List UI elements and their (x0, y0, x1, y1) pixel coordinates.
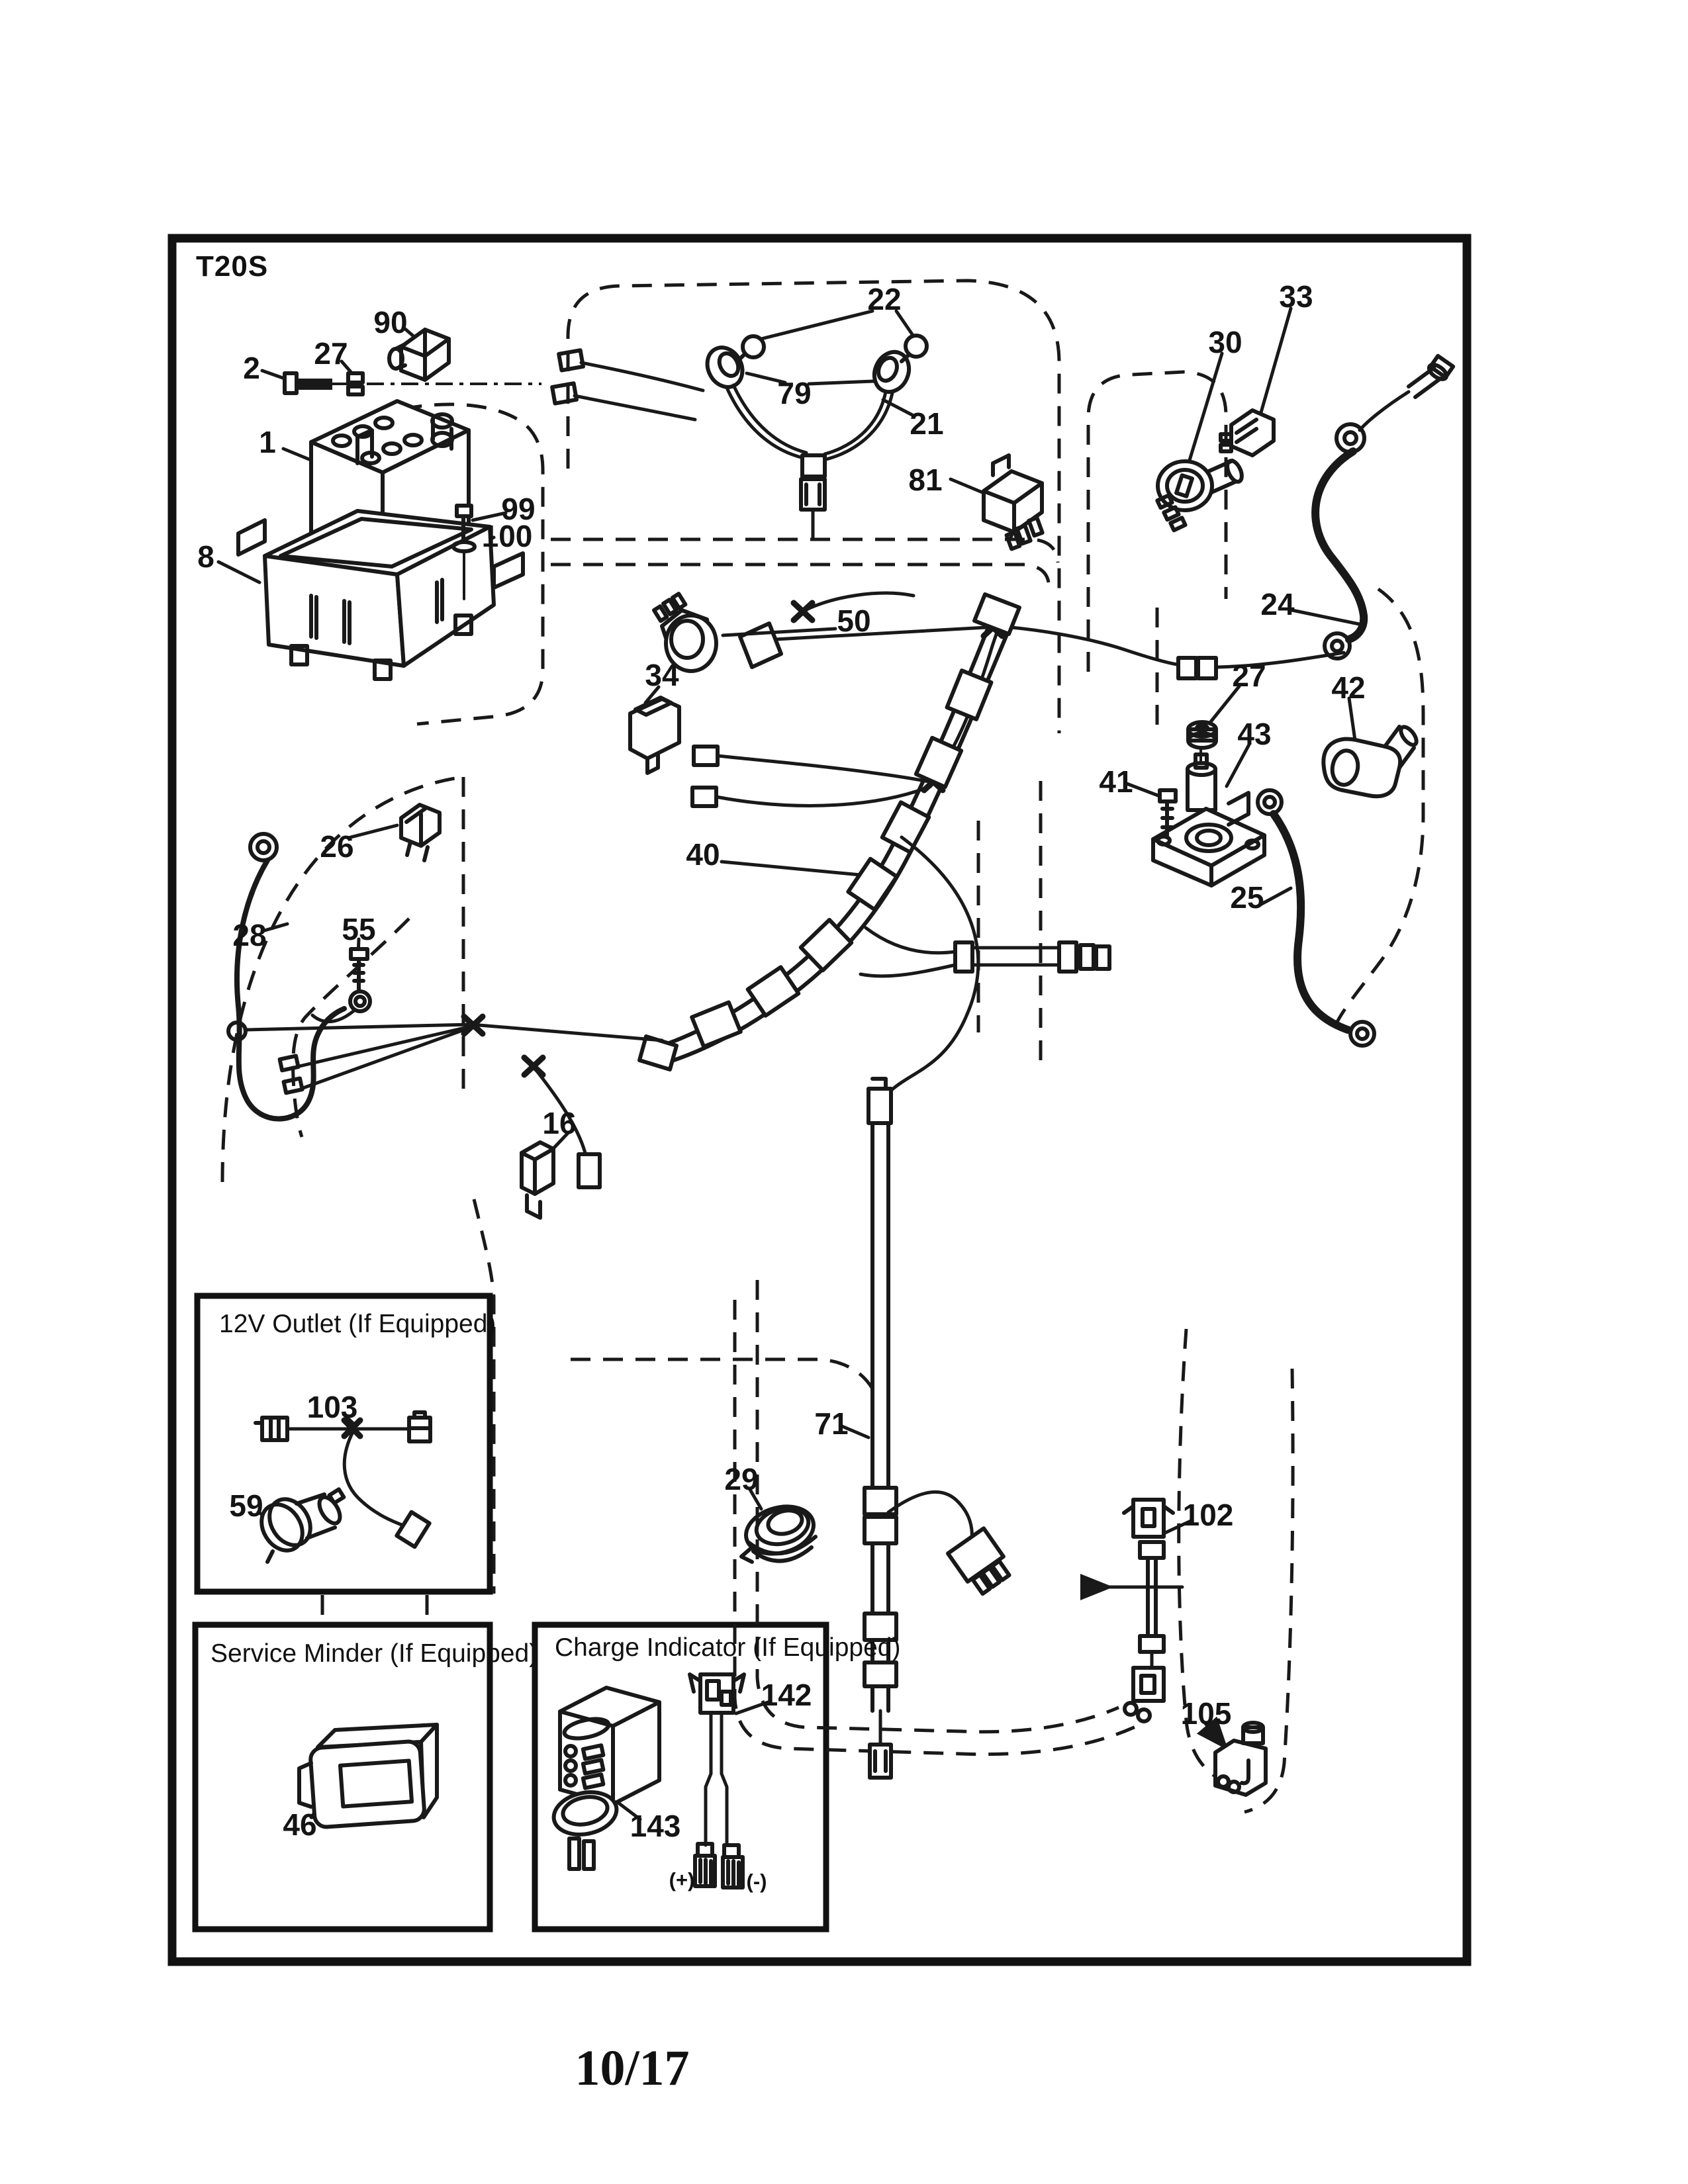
buzzer-50 (651, 592, 718, 673)
callout-27-solenoid: 27 (1232, 659, 1266, 693)
callout-105: 105 (1180, 1696, 1232, 1731)
battery-tray-8 (236, 504, 525, 681)
callout-100: 100 (481, 519, 533, 553)
callout-1: 1 (259, 425, 276, 459)
inset-title-12v-outlet: 12V Outlet (If Equipped) (219, 1310, 496, 1338)
circuit-breaker-33 (1219, 408, 1276, 457)
inset-title-service-minder: Service Minder (If Equipped) (211, 1639, 538, 1668)
cable-25 (1256, 788, 1376, 1048)
service-minder-parts (297, 1723, 439, 1829)
callout-26: 26 (320, 829, 354, 864)
harness-71 (863, 1077, 1011, 1780)
negative-terminal-label: (-) (746, 1870, 767, 1893)
callout-79: 79 (777, 376, 812, 410)
chassis-dashed-outline (220, 279, 1425, 1814)
callout-43: 43 (1237, 717, 1272, 751)
callout-28: 28 (232, 918, 267, 952)
ignition-switch-30 (1155, 459, 1244, 533)
callout-8: 8 (197, 539, 214, 574)
callout-34: 34 (645, 658, 679, 692)
switch-assembly-102 (1080, 1498, 1184, 1723)
callout-59: 59 (229, 1488, 263, 1523)
callout-21: 21 (910, 406, 944, 441)
solenoid-43-group (1151, 720, 1419, 887)
inset-box-charge-indicator (532, 1621, 829, 1933)
inset-boxes (192, 1293, 829, 1933)
power-outlet-59 (259, 1502, 305, 1553)
cap-29 (739, 1504, 818, 1564)
seat-switch-connector (945, 1526, 1011, 1596)
bolt-2-nut-27 (283, 371, 365, 396)
callout-42: 42 (1331, 670, 1366, 705)
callout-25: 25 (1230, 880, 1264, 915)
inset-box-12v-outlet (194, 1293, 493, 1595)
callout-27-battery: 27 (314, 336, 348, 371)
callout-22: 22 (867, 282, 902, 316)
model-label: T20S (196, 250, 269, 283)
callout-81: 81 (908, 463, 943, 497)
callout-103: 103 (306, 1390, 358, 1424)
callout-143: 143 (630, 1809, 681, 1843)
callout-50: 50 (837, 604, 871, 638)
battery-cable-24 (1311, 353, 1456, 660)
bulb-22-left (741, 334, 766, 359)
callout-46: 46 (283, 1807, 317, 1842)
callout-71: 71 (814, 1406, 849, 1441)
page-number: 10/17 (575, 2040, 690, 2096)
switch-34 (628, 696, 681, 775)
callout-2: 2 (243, 351, 260, 385)
inset-box-service-minder (192, 1621, 493, 1933)
callout-99: 99 (501, 492, 536, 526)
callout-16: 16 (542, 1106, 577, 1140)
headlamp-harness (705, 334, 929, 541)
callout-90: 90 (373, 305, 408, 340)
diagram-border (167, 234, 1472, 1966)
bulb-22-right (904, 334, 929, 359)
callout-29: 29 (724, 1462, 759, 1496)
inset-title-charge-indicator: Charge Indicator (If Equipped) (555, 1633, 901, 1662)
ground-cable-28 (234, 832, 372, 1122)
callout-30: 30 (1208, 325, 1243, 359)
connector-16 (520, 1140, 555, 1220)
fuse-26 (399, 803, 442, 862)
plug-b (690, 786, 718, 808)
callout-41: 41 (1099, 764, 1133, 799)
callout-40: 40 (686, 837, 720, 872)
positive-terminal-label: (+) (669, 1868, 695, 1891)
main-harness-40 (226, 592, 1111, 1189)
connector-90 (387, 328, 451, 382)
callout-142: 142 (761, 1678, 812, 1712)
outlet-harness-plug (395, 1510, 432, 1549)
callout-33: 33 (1279, 279, 1313, 314)
interlock-module-105 (1213, 1721, 1268, 1797)
callout-102: 102 (1182, 1498, 1234, 1532)
relay-81 (982, 453, 1045, 551)
callout-24: 24 (1260, 587, 1295, 621)
charge-indicator-parts (551, 1672, 746, 1889)
callout-55: 55 (342, 912, 376, 946)
outlet-12v-parts (254, 1410, 432, 1564)
